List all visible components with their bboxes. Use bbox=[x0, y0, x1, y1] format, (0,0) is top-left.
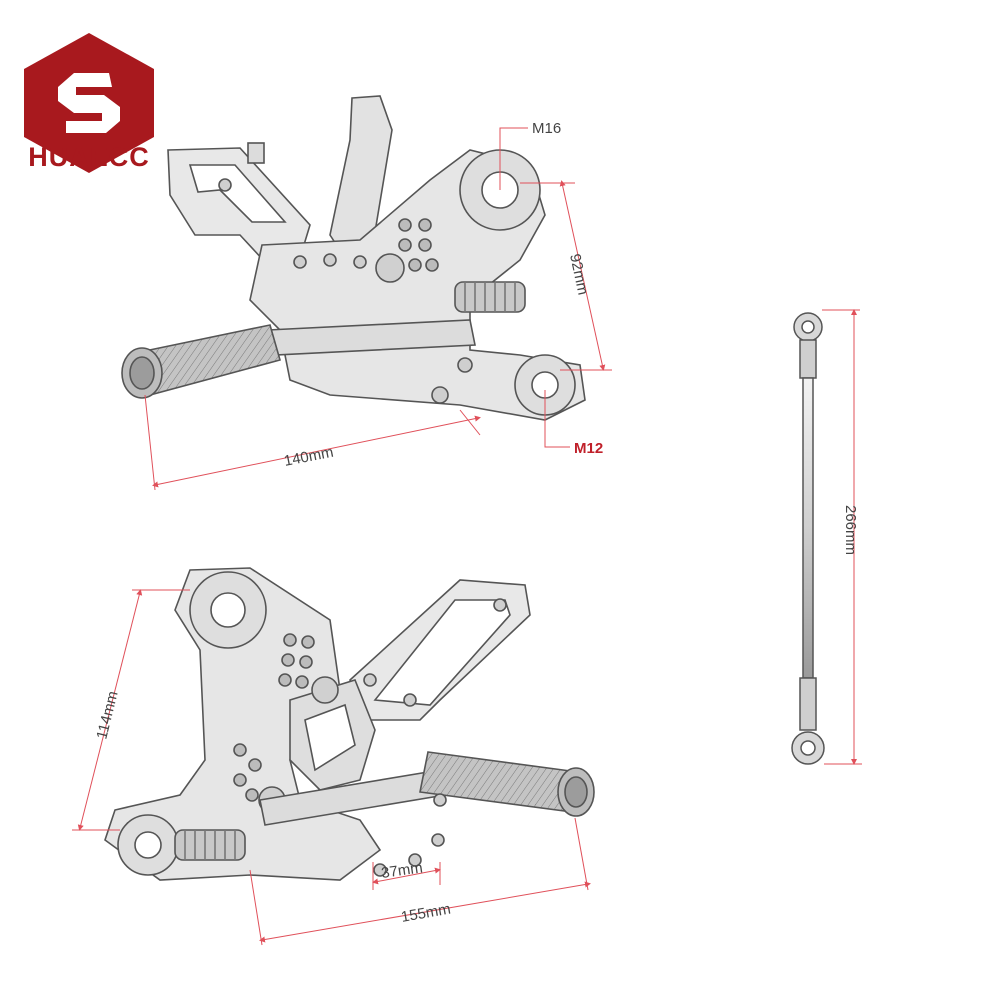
label-92mm: 92mm bbox=[566, 252, 591, 296]
bottom-lower-hole bbox=[134, 831, 162, 859]
label-37mm: 37mm bbox=[380, 859, 424, 882]
rod-dimension-lines bbox=[822, 309, 862, 765]
rod-shaft bbox=[802, 377, 814, 679]
top-foot-peg bbox=[121, 324, 281, 399]
dim-140-leader-left bbox=[144, 394, 156, 491]
bottom-pivot-bolt bbox=[311, 676, 339, 704]
label-m16: M16 bbox=[532, 120, 561, 137]
top-pivot-bolt bbox=[375, 253, 405, 283]
dim-114-line bbox=[77, 589, 143, 831]
bottom-heel-plate-slot bbox=[373, 599, 511, 706]
shift-rod bbox=[791, 312, 825, 765]
brand-name: HUAECC bbox=[28, 142, 150, 172]
rod-top-end bbox=[799, 339, 817, 379]
dim-155-line bbox=[259, 881, 591, 943]
bottom-top-hole bbox=[210, 592, 246, 628]
dim-37-line bbox=[372, 867, 441, 885]
bottom-bolts bbox=[363, 598, 507, 877]
top-tab bbox=[247, 142, 265, 164]
m16-callout-line bbox=[499, 127, 528, 190]
bottom-spring bbox=[174, 829, 246, 861]
brand-logo-icon bbox=[24, 33, 154, 173]
top-heel-plate-slot bbox=[188, 164, 287, 223]
top-spring bbox=[454, 281, 526, 313]
label-266mm: 266mm bbox=[842, 505, 859, 555]
label-m12: M12 bbox=[574, 440, 603, 457]
top-bolts bbox=[218, 178, 473, 404]
label-140mm: 140mm bbox=[283, 444, 335, 470]
label-114mm: 114mm bbox=[93, 689, 121, 741]
bottom-foot-peg bbox=[419, 751, 595, 817]
bottom-dimension-lines bbox=[72, 589, 591, 946]
bottom-rearset-assembly bbox=[104, 567, 595, 881]
dim-92-line bbox=[559, 180, 606, 371]
m12-callout-line bbox=[544, 390, 570, 448]
rod-bottom-end bbox=[799, 677, 817, 731]
logo-s-mark bbox=[58, 73, 120, 133]
label-155mm: 155mm bbox=[400, 901, 452, 926]
top-rearset-assembly bbox=[121, 95, 586, 421]
top-dimension-lines bbox=[144, 127, 612, 491]
bottom-adjust-holes bbox=[233, 633, 315, 802]
top-adjust-holes bbox=[398, 218, 439, 272]
dim-140-leader-right bbox=[459, 409, 481, 436]
dim-140-line bbox=[152, 415, 481, 488]
